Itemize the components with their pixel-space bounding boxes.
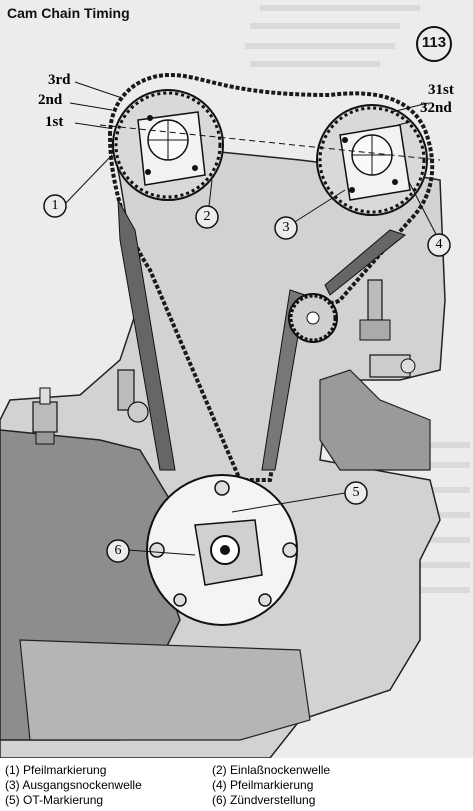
legend: (1) Pfeilmarkierung (2) Einlaßnockenwell…: [0, 758, 473, 811]
tensioner-bolt: [117, 369, 149, 423]
callout-circles: [43, 194, 451, 563]
tensioner-rail: [261, 289, 306, 471]
legend-item-1: (1) Pfeilmarkierung: [5, 763, 107, 777]
legend-item-4: (4) Pfeilmarkierung: [212, 778, 314, 792]
left-fitting: [32, 387, 58, 445]
callout-1: 1: [51, 198, 59, 213]
badge-number: 113: [421, 34, 447, 51]
pin-label-31st: 31st: [428, 82, 454, 98]
pin-label-2nd: 2nd: [38, 92, 63, 108]
intake-sprocket: [112, 89, 224, 201]
pin-label-1st: 1st: [45, 114, 64, 130]
timing-chain: [107, 72, 435, 482]
page-title: Cam Chain Timing: [7, 5, 130, 21]
legend-item-3: (3) Ausgangsnockenwelle: [5, 778, 142, 792]
pin-label-32nd: 32nd: [420, 100, 452, 116]
crank-timing-plate: [146, 474, 298, 626]
pin-label-3rd: 3rd: [48, 72, 71, 88]
badge-circle: [416, 26, 452, 62]
legend-item-5: (5) OT-Markierung: [5, 793, 104, 807]
leader-lines: [63, 81, 441, 556]
legend-item-2: (2) Einlaßnockenwelle: [212, 763, 331, 777]
legend-item-6: (6) Zündverstellung: [212, 793, 316, 807]
alignment-line: [99, 124, 441, 161]
chain-guide-right: [324, 229, 407, 296]
callout-2: 2: [203, 209, 211, 224]
cam-chain-diagram: [0, 5, 470, 758]
idler-sprocket: [288, 293, 338, 343]
callout-6: 6: [114, 543, 122, 558]
callout-5: 5: [352, 485, 360, 500]
exhaust-sprocket: [316, 104, 428, 216]
right-fitting: [359, 279, 416, 378]
lower-case: [19, 639, 311, 741]
chain-guide-left: [117, 199, 176, 471]
right-housing: [319, 369, 431, 471]
callout-4: 4: [435, 237, 443, 252]
callout-3: 3: [282, 220, 290, 235]
